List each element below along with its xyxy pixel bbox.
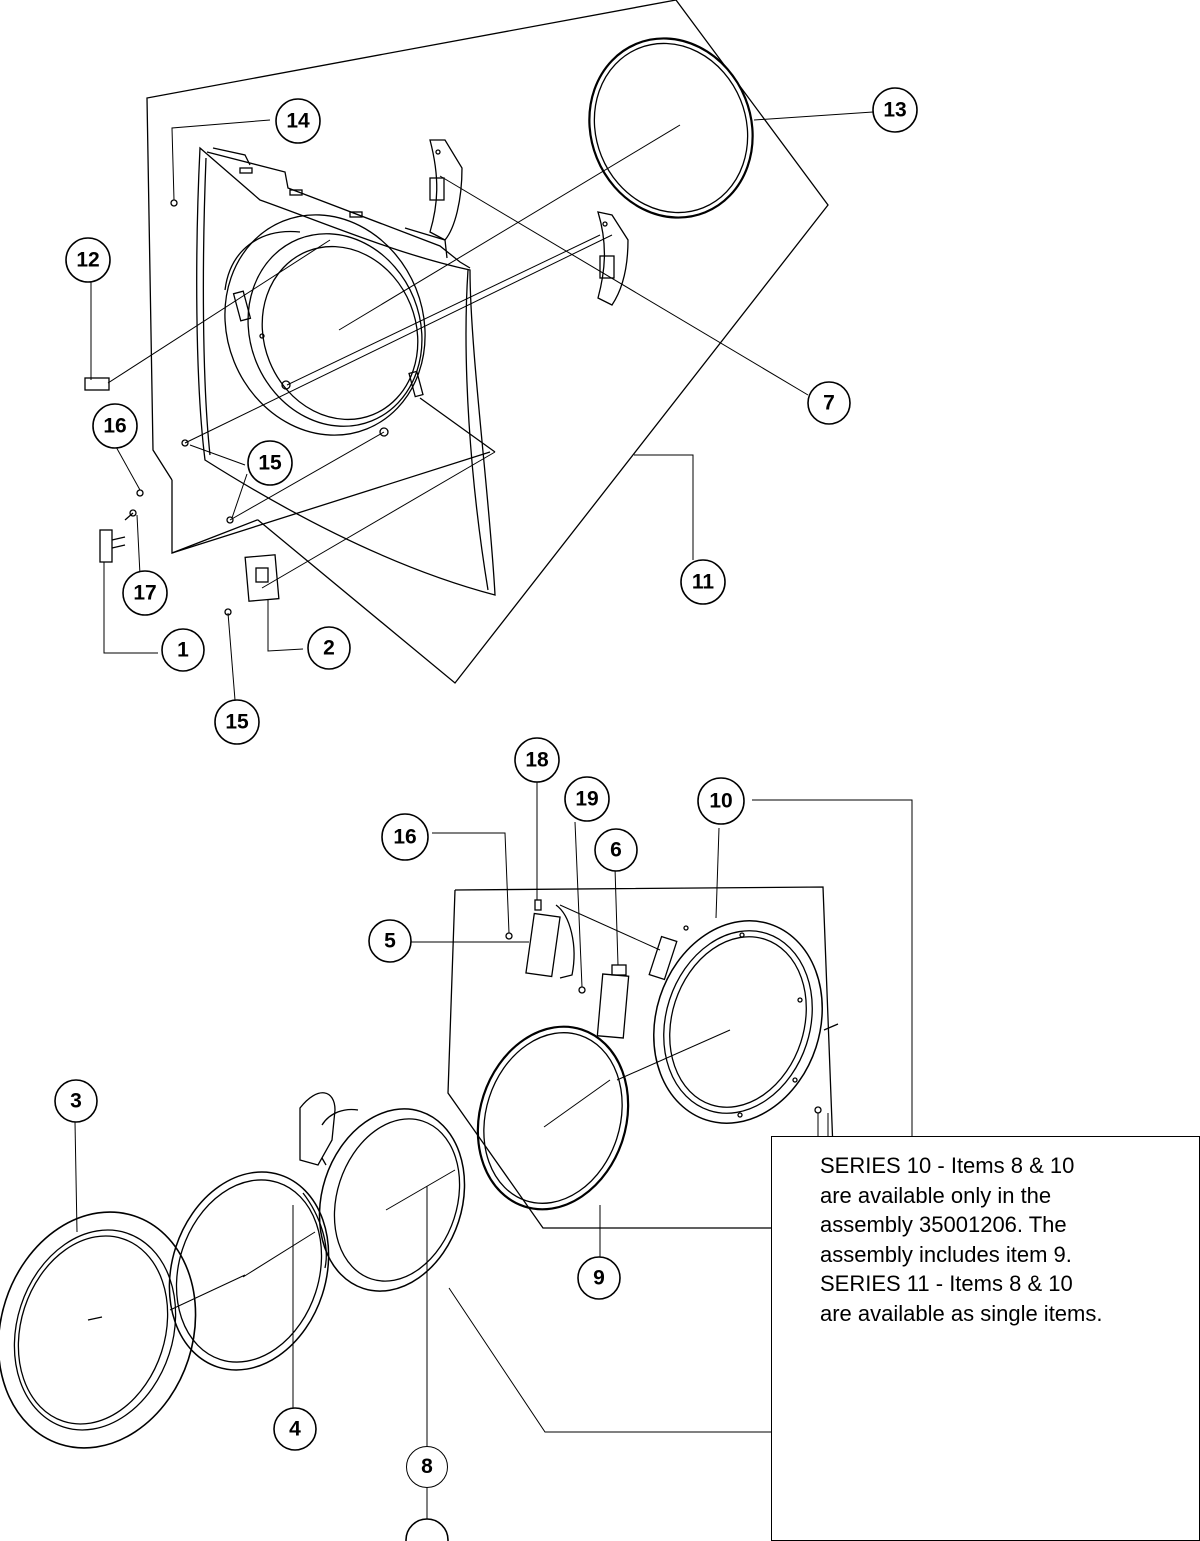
callout-4: 4 (273, 1407, 317, 1451)
callout-7: 7 (807, 381, 851, 425)
svg-text:15: 15 (225, 711, 249, 734)
svg-text:13: 13 (883, 99, 906, 122)
availability-note: SERIES 10 - Items 8 & 10 are available o… (820, 1151, 1190, 1328)
note-line: are available as single items. (820, 1300, 1103, 1326)
upper-leader-lines (90, 111, 874, 701)
svg-text:14: 14 (286, 110, 310, 133)
availability-note-box: SERIES 10 - Items 8 & 10 are available o… (771, 1136, 1200, 1541)
gasket-ring (588, 37, 754, 219)
callout-3: 3 (54, 1079, 98, 1123)
door-assembly (0, 778, 913, 1520)
callout-9: 9 (577, 1256, 621, 1300)
door-hinge (505, 899, 575, 979)
svg-text:19: 19 (575, 788, 598, 811)
callout-8-label-wrap: 8 (406, 1446, 448, 1488)
svg-text:3: 3 (70, 1090, 82, 1113)
callout-17: 17 (122, 570, 168, 616)
svg-text:16: 16 (103, 415, 126, 438)
hinge-bracket-lower (597, 211, 629, 306)
door-inner-frame (648, 920, 839, 1124)
svg-text:6: 6 (610, 839, 622, 862)
svg-text:2: 2 (323, 637, 335, 660)
callout-5: 5 (368, 919, 412, 963)
svg-text:16: 16 (393, 826, 416, 849)
upper-assembly (84, 0, 874, 701)
callout-15a: 15 (247, 440, 293, 486)
callout-1: 1 (161, 628, 205, 672)
svg-text:17: 17 (133, 582, 156, 605)
callout-13: 13 (872, 87, 918, 133)
callout-15b: 15 (214, 699, 260, 745)
door-leader-lines (74, 778, 913, 1520)
note-line: assembly 35001206. The (820, 1212, 1067, 1237)
note-line: are available only in the (820, 1182, 1052, 1208)
door-handle (299, 1092, 336, 1166)
part-2-strike-plate (244, 554, 280, 602)
door-outer-frame (0, 1211, 197, 1449)
door-glass (318, 1108, 466, 1292)
callout-19: 19 (564, 776, 610, 822)
callout-10: 10 (697, 777, 745, 825)
note-line: assembly includes item 9. (820, 1241, 1072, 1267)
hinge-bracket-upper (429, 139, 463, 241)
upper-assembly-outline (146, 0, 829, 684)
callout-2: 2 (307, 626, 351, 670)
svg-text:9: 9 (593, 1267, 605, 1290)
upper-inner-line (171, 451, 491, 554)
callout-8 (405, 1518, 449, 1541)
svg-text:4: 4 (289, 1418, 301, 1441)
door-assembly-outline (447, 886, 837, 1229)
note-line: SERIES 10 - Items 8 & 10 (820, 1153, 1075, 1178)
svg-text:11: 11 (692, 571, 715, 594)
svg-text:7: 7 (823, 392, 835, 415)
callout-16b: 16 (381, 813, 429, 861)
svg-text:1: 1 (177, 639, 189, 662)
svg-text:10: 10 (709, 790, 732, 813)
callout-16a: 16 (92, 403, 138, 449)
door-latch (578, 964, 630, 1039)
svg-text:5: 5 (384, 930, 396, 953)
callout-12: 12 (65, 237, 111, 283)
door-opening (224, 214, 426, 436)
callout-18: 18 (514, 737, 560, 783)
note-line: SERIES 11 - Items 8 & 10 (820, 1271, 1073, 1296)
door-inner-ring (168, 1092, 336, 1371)
svg-text:12: 12 (76, 249, 99, 272)
callout-11: 11 (680, 559, 726, 605)
part-12-switch (84, 377, 110, 391)
part-1-latch (99, 512, 134, 563)
callout-8-label: 8 (421, 1455, 433, 1478)
callout-14: 14 (275, 98, 321, 144)
door-gasket (476, 1025, 630, 1211)
callout-6: 6 (594, 828, 638, 872)
svg-text:15: 15 (258, 452, 282, 475)
svg-text:18: 18 (525, 749, 549, 772)
